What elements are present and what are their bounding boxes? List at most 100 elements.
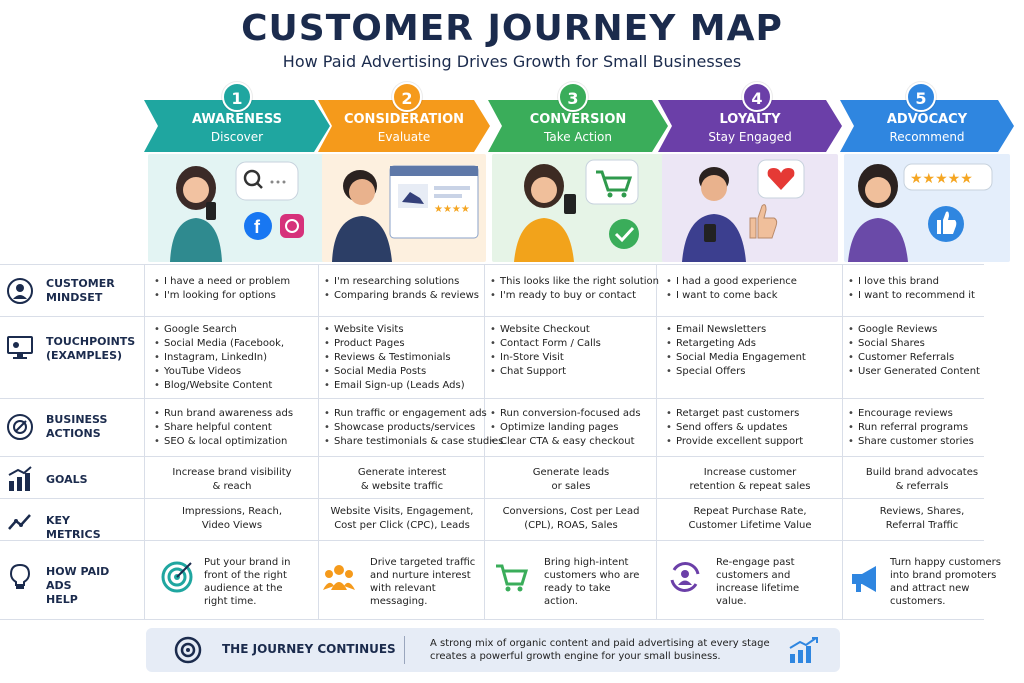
metric-line: Customer Lifetime Value <box>688 520 812 531</box>
list-item: I'm looking for options <box>154 289 290 303</box>
list-item: Comparing brands & reviews <box>324 289 479 303</box>
help-line: customers. <box>890 596 946 607</box>
lightbulb-icon <box>9 563 31 589</box>
row-label-line: KEY METRICS <box>46 514 101 541</box>
row-label-line: TOUCHPOINTS <box>46 335 136 348</box>
stage-number: 3 <box>558 82 588 112</box>
goal-line: or sales <box>551 481 591 492</box>
stage-number: 5 <box>906 82 936 112</box>
list-item: Share testimonials & case studies <box>324 435 503 449</box>
list-item: Provide excellent support <box>666 435 803 449</box>
help-line: messaging. <box>370 596 428 607</box>
help-line: Turn happy customers <box>890 557 1001 568</box>
person-icon <box>7 278 33 304</box>
row-label: KEY METRICS <box>0 499 126 541</box>
footer-title: THE JOURNEY CONTINUES <box>222 642 396 656</box>
stage-subtitle: Recommend <box>889 130 965 144</box>
person-with-phone-illustration <box>514 164 576 262</box>
help-line: customers who are <box>544 570 640 581</box>
metric-line: Cost per Click (CPC), Leads <box>334 520 470 531</box>
megaphone-icon <box>852 566 876 592</box>
goals-awareness: Increase brand visibility& reach <box>150 466 314 494</box>
list-item: SEO & local optimization <box>154 435 293 449</box>
list-item: Blog/Website Content <box>154 379 284 393</box>
metrics-consideration: Website Visits, Engagement,Cost per Clic… <box>320 505 484 533</box>
smiling-person-illustration <box>848 164 908 262</box>
list-item: Encourage reviews <box>848 407 974 421</box>
svg-text:★★★★★: ★★★★★ <box>910 171 973 187</box>
list-item: Social Media Posts <box>324 365 465 379</box>
stage-title: LOYALTY <box>719 112 781 127</box>
row-label-line: HOW PAID ADS <box>46 565 110 592</box>
stage-loyalty: LOYALTY Stay Engaged 4 <box>658 82 842 268</box>
goal-line: & referrals <box>895 481 949 492</box>
stage-awareness: AWARENESS Discover 1 f <box>144 82 330 268</box>
list-item: Special Offers <box>666 365 806 379</box>
list-item: Run traffic or engagement ads <box>324 407 503 421</box>
metrics-awareness: Impressions, Reach,Video Views <box>150 505 314 533</box>
compass-icon <box>7 414 33 440</box>
list-item: Google Reviews <box>848 323 980 337</box>
goal-line: & reach <box>212 481 252 492</box>
list-item: YouTube Videos <box>154 365 284 379</box>
page-title: CUSTOMER JOURNEY MAP <box>241 8 783 49</box>
metrics-advocacy: Reviews, Shares,Referral Traffic <box>844 505 1000 533</box>
help-line: Put your brand in <box>204 557 291 568</box>
list-item: Run referral programs <box>848 421 974 435</box>
target-icon <box>161 561 193 593</box>
list-item: Showcase products/services <box>324 421 503 435</box>
mindset-conversion: This looks like the right solutionI'm re… <box>490 275 659 303</box>
metric-line: Impressions, Reach, <box>181 506 283 517</box>
stage-consideration: CONSIDERATION Evaluate 2 ★★★★ <box>318 82 490 268</box>
list-item: I had a good experience <box>666 275 797 289</box>
stage-advocacy: ADVOCACY Recommend 5 ★★★★★ <box>840 82 1014 268</box>
actions-conversion: Run conversion-focused adsOptimize landi… <box>490 407 641 449</box>
list-item: Social Media Engagement <box>666 351 806 365</box>
row-label-line: BUSINESS <box>46 413 108 426</box>
footer-text: A strong mix of organic content and paid… <box>430 638 770 662</box>
list-item: Chat Support <box>490 365 601 379</box>
five-stars-icon: ★★★★★ <box>903 163 993 191</box>
touchpoints-awareness: Google SearchSocial Media (Facebook,Inst… <box>154 323 284 393</box>
metric-line: Repeat Purchase Rate, <box>693 506 807 517</box>
row-label-line: GOALS <box>46 473 88 486</box>
page-subtitle: How Paid Advertising Drives Growth for S… <box>282 52 742 71</box>
goals-advocacy: Build brand advocates& referrals <box>844 466 1000 494</box>
list-item: Share customer stories <box>848 435 974 449</box>
list-item: Retarget past customers <box>666 407 803 421</box>
list-item: Email Newsletters <box>666 323 806 337</box>
list-item: Send offers & updates <box>666 421 803 435</box>
thinking-person-illustration <box>332 170 392 262</box>
shopping-cart-icon <box>496 564 528 592</box>
help-line: audience at the <box>204 583 283 594</box>
person-with-phone-illustration <box>170 166 222 262</box>
list-item: I have a need or problem <box>154 275 290 289</box>
help-line: customers and <box>716 570 791 581</box>
touchpoints-loyalty: Email NewslettersRetargeting AdsSocial M… <box>666 323 806 379</box>
list-item: Social Shares <box>848 337 980 351</box>
row-label-line: (EXAMPLES) <box>46 349 123 362</box>
row-label-line: MINDSET <box>46 291 103 304</box>
list-item: Reviews & Testimonials <box>324 351 465 365</box>
stage-number: 1 <box>222 82 252 112</box>
list-item: Retargeting Ads <box>666 337 806 351</box>
row-label-line: ACTIONS <box>46 427 101 440</box>
actions-awareness: Run brand awareness adsShare helpful con… <box>154 407 293 449</box>
row-key-metrics: KEY METRICS <box>0 498 984 541</box>
list-item: Run conversion-focused ads <box>490 407 641 421</box>
bar-chart-icon <box>8 466 32 491</box>
like-icon <box>928 206 964 242</box>
svg-text:★★★★: ★★★★ <box>434 204 470 215</box>
touchpoints-consideration: Website VisitsProduct PagesReviews & Tes… <box>324 323 465 393</box>
help-line: Drive targeted traffic <box>370 557 476 568</box>
touchpoints-conversion: Website CheckoutContact Form / CallsIn-S… <box>490 323 601 379</box>
stage-conversion: CONVERSION Take Action 3 <box>488 82 668 268</box>
mindset-consideration: I'm researching solutionsComparing brand… <box>324 275 479 303</box>
refresh-person-icon <box>670 562 700 592</box>
thumbs-up-icon <box>749 204 778 239</box>
